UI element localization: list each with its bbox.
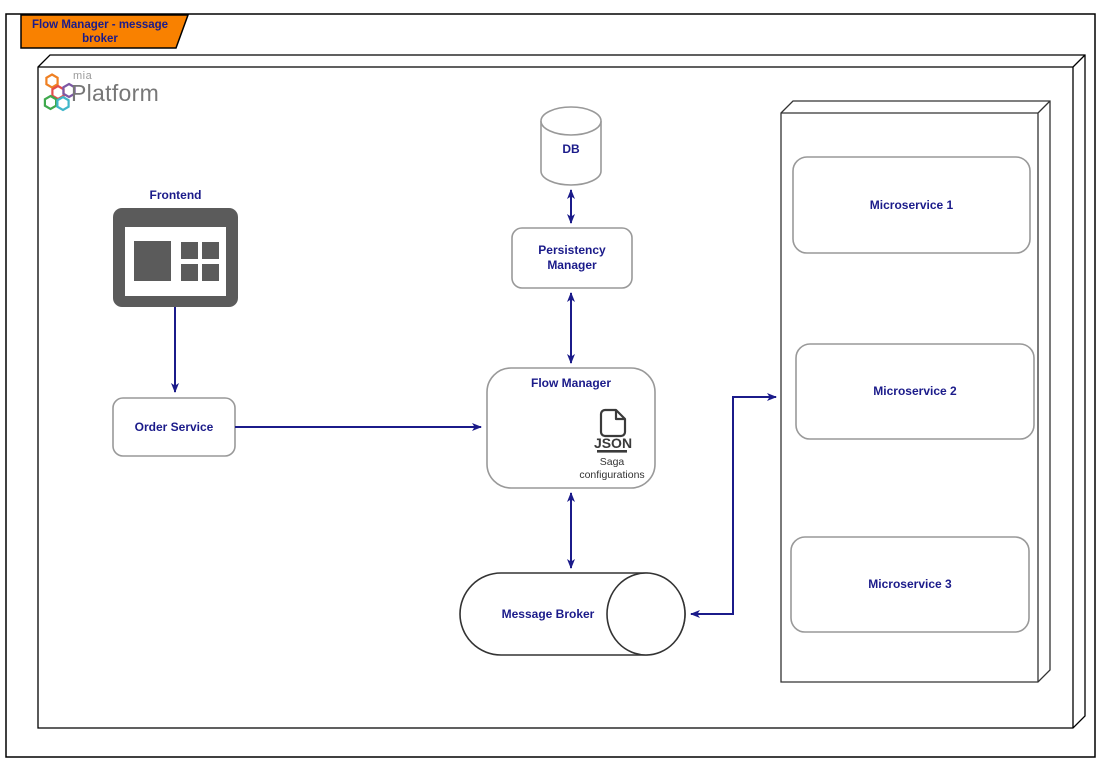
microservice-1-box — [792, 156, 1031, 254]
microservice-2-label: Microservice 2 — [873, 384, 957, 398]
saga-configurations-label: Saga configurations — [579, 456, 645, 481]
order-service-label: Order Service — [134, 419, 214, 434]
connector-arrows — [171, 189, 777, 618]
logo-mia-text: mia — [73, 70, 93, 82]
flow-manager-box — [486, 367, 656, 489]
mia-platform-logo-icon — [43, 73, 76, 112]
frame-title-tab — [20, 14, 190, 49]
persistency-manager-label: Persistency Manager — [538, 243, 606, 272]
microservice-2-box — [795, 343, 1035, 440]
logo-platform-text: Platform — [71, 80, 160, 106]
persistency-manager-box — [511, 227, 633, 289]
microservice-1-label: Microservice 1 — [869, 197, 954, 212]
microservice-3-box — [790, 536, 1030, 633]
message-broker-cylinder — [459, 572, 686, 656]
db-label: DB — [562, 141, 580, 156]
frame-title: Flow Manager - message broker — [31, 18, 169, 45]
db-cylinder — [540, 106, 602, 186]
json-file-icon: JSON — [594, 408, 632, 453]
json-icon-text: JSON — [594, 435, 632, 451]
flow-manager-label: Flow Manager — [530, 375, 611, 390]
frontend-browser-icon — [113, 208, 238, 307]
microservice-3-label: Microservice 3 — [868, 577, 952, 591]
message-broker-label: Message Broker — [501, 606, 595, 621]
arrow-message-broker-microservices — [690, 393, 777, 618]
frontend-label: Frontend — [149, 187, 202, 202]
